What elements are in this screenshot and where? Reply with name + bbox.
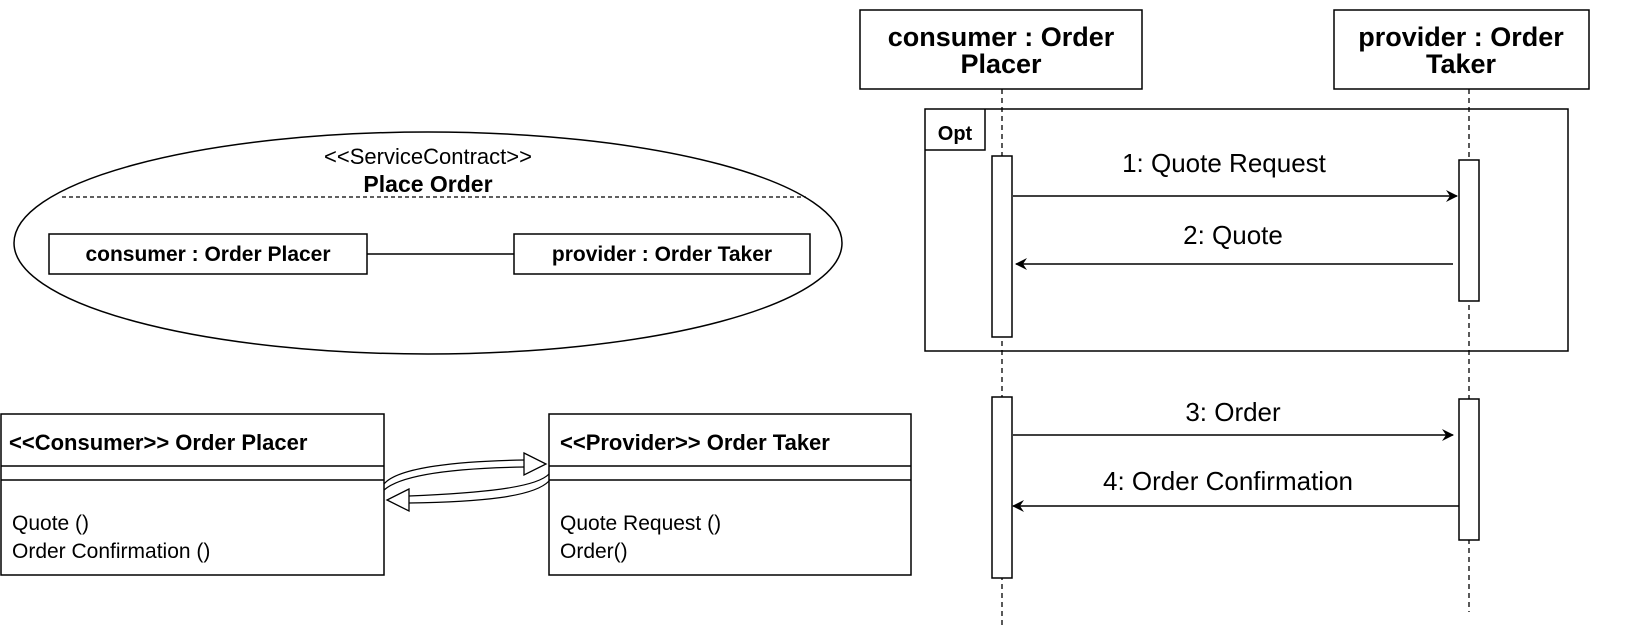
provider-part-label: provider : Order Taker	[552, 243, 772, 266]
provider-class-header: <<Provider>> Order Taker	[560, 430, 830, 455]
provider-lifeline-header	[1333, 9, 1590, 90]
consumer-activation	[991, 396, 1013, 579]
provider-lifeline-title-line2: Taker	[1426, 49, 1497, 79]
service-contract-ellipse	[13, 131, 843, 355]
consumer-lifeline-title-line1: consumer : Order	[888, 22, 1115, 52]
provider-part-box	[513, 233, 811, 275]
message-label: 1: Quote Request	[1122, 148, 1327, 178]
provider-activation	[1458, 398, 1480, 541]
consumer-activation	[991, 155, 1013, 338]
consumer-class: <<Consumer>> Order Placer Quote () Order…	[0, 413, 385, 576]
provider-to-consumer-arrow-inner	[408, 480, 550, 504]
consumer-lifeline-title-line2: Placer	[960, 49, 1042, 79]
service-contract: <<ServiceContract>> Place Order consumer…	[13, 131, 843, 355]
provider-operation: Order()	[560, 540, 628, 563]
service-contract-stereotype: <<ServiceContract>>	[324, 144, 532, 169]
consumer-operation: Order Confirmation ()	[12, 540, 210, 563]
provider-lifeline-title-line1: provider : Order	[1358, 22, 1564, 52]
provider-to-consumer-arrow	[408, 473, 550, 497]
consumer-class-box	[0, 413, 385, 576]
message-label: 3: Order	[1185, 397, 1281, 427]
sequence-diagram: consumer : Order Placer provider : Order…	[859, 9, 1590, 628]
provider-class-box	[548, 413, 912, 576]
provider-activation	[1458, 159, 1480, 302]
consumer-operation: Quote ()	[12, 512, 89, 535]
opt-fragment-label: Opt	[938, 123, 973, 145]
provider-to-consumer-arrowhead	[385, 487, 410, 513]
provider-operation: Quote Request ()	[560, 512, 721, 535]
consumer-to-provider-arrow-inner	[383, 466, 526, 491]
opt-fragment-tab	[925, 109, 986, 151]
message-label: 2: Quote	[1183, 220, 1283, 250]
opt-fragment	[924, 108, 1569, 352]
message-label: 4: Order Confirmation	[1103, 466, 1353, 496]
consumer-class-header: <<Consumer>> Order Placer	[9, 430, 308, 455]
consumer-part-box	[48, 233, 368, 275]
provider-class: <<Provider>> Order Taker Quote Request (…	[548, 413, 912, 576]
consumer-to-provider-arrow	[383, 459, 526, 485]
service-contract-name: Place Order	[363, 171, 492, 197]
consumer-to-provider-arrowhead	[523, 451, 548, 477]
consumer-part-label: consumer : Order Placer	[85, 243, 330, 266]
class-dependency-arrows	[383, 451, 550, 513]
consumer-lifeline-header	[859, 9, 1143, 90]
